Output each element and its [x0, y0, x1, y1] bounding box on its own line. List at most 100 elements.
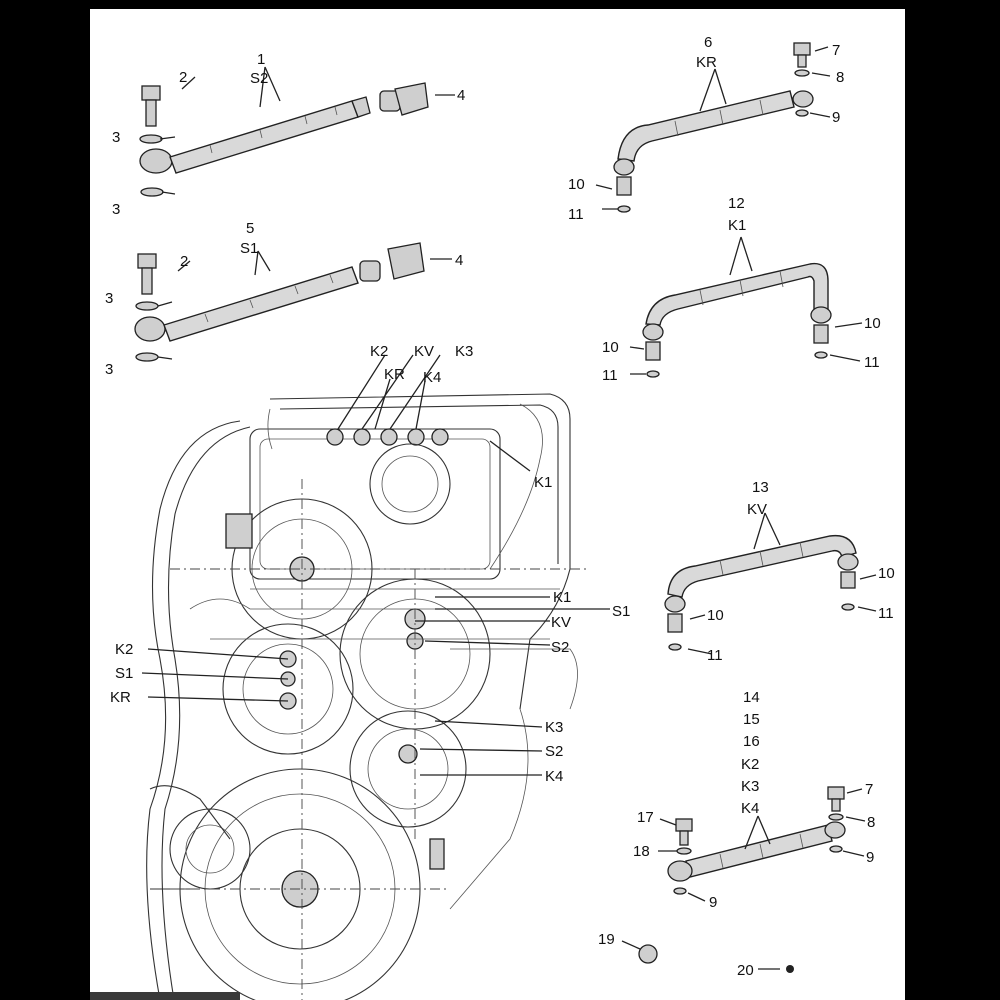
callout-2a: 2 [179, 69, 187, 86]
callout-10e: 10 [878, 565, 895, 582]
adapter-10d [667, 613, 683, 633]
bolt-7b [827, 786, 845, 800]
callout-10c: 10 [864, 315, 881, 332]
banjo-bolt-2b [137, 253, 157, 269]
washer-18 [676, 847, 692, 855]
callout-3a: 3 [112, 129, 120, 146]
port-label-kr-top: KR [384, 366, 405, 383]
washer-8b [828, 813, 844, 821]
hose-s1 [163, 266, 359, 342]
washer-8a [794, 69, 810, 77]
loose-parts: 19 20 [598, 931, 794, 979]
port-label-s2-upper: S2 [551, 639, 569, 656]
callout-11c: 11 [864, 354, 880, 371]
banjo-bolt-2a [141, 85, 161, 101]
group-14-code: K2 [741, 756, 759, 773]
port-label-kv-top: KV [414, 343, 434, 360]
transmission-housing [146, 393, 590, 1000]
port-label-k2-left: K2 [115, 641, 133, 658]
port-label-k4-top: K4 [423, 369, 441, 386]
callout-4a: 4 [457, 87, 465, 104]
hose-assembly-5: 2 3 3 4 5 S1 [105, 220, 463, 378]
callout-17: 17 [637, 809, 654, 826]
plug-20 [786, 965, 794, 973]
callout-4b: 4 [455, 252, 463, 269]
group-6-number: 6 [704, 34, 712, 51]
bottom-strip [90, 992, 240, 1000]
bolt-17 [675, 818, 693, 832]
callout-11d: 11 [707, 647, 723, 664]
banjo-fitting-5 [134, 316, 166, 342]
hose-kv [667, 534, 857, 598]
group-16-code: K4 [741, 800, 759, 817]
callout-20: 20 [737, 962, 754, 979]
callout-10b: 10 [602, 339, 619, 356]
callout-2b: 2 [180, 253, 188, 270]
banjo-fitting-1 [139, 148, 173, 174]
port-label-s1-right: S1 [612, 603, 630, 620]
hose-assembly-13: 10 11 10 11 13 KV [664, 479, 895, 664]
callout-9a: 9 [832, 109, 840, 126]
port-label-kr-left: KR [110, 689, 131, 706]
callout-18: 18 [633, 843, 650, 860]
clutch-pack-k2 [222, 623, 354, 755]
port-label-s2-lower: S2 [545, 743, 563, 760]
hose-k2-k3-k4 [685, 824, 833, 878]
port-leaders [141, 354, 610, 776]
group-5-code: S1 [240, 240, 258, 257]
hose-kr [617, 90, 795, 162]
callout-8b: 8 [867, 814, 875, 831]
callout-19: 19 [598, 931, 615, 948]
seal-11b [646, 370, 660, 378]
adapter-10c [813, 324, 829, 344]
port-label-k1: K1 [553, 589, 571, 606]
port-label-k1-upper: K1 [534, 474, 552, 491]
callout-11b: 11 [602, 367, 618, 384]
group-15-code: K3 [741, 778, 759, 795]
callout-3b: 3 [112, 201, 120, 218]
callout-7a: 7 [832, 42, 840, 59]
group-6-code: KR [696, 54, 717, 71]
adapter-10e [840, 571, 856, 589]
callout-9b: 9 [866, 849, 874, 866]
callout-10d: 10 [707, 607, 724, 624]
port-label-k3: K3 [545, 719, 563, 736]
washer-9c [673, 887, 687, 895]
group-14-number: 14 [743, 689, 760, 706]
callout-3c: 3 [105, 290, 113, 307]
callout-11a: 11 [568, 206, 584, 223]
plug-19 [638, 944, 658, 964]
port-label-s1-left: S1 [115, 665, 133, 682]
adapter-10a [616, 176, 632, 196]
group-1-number: 1 [257, 51, 265, 68]
callout-3d: 3 [105, 361, 113, 378]
callout-11e: 11 [878, 605, 894, 622]
adapter-10b [645, 341, 661, 361]
port-label-k3-top: K3 [455, 343, 473, 360]
clutch-pack-k3 [349, 710, 467, 828]
group-13-number: 13 [752, 479, 769, 496]
hose-assembly-1: 2 3 3 4 1 S2 [112, 51, 465, 218]
callout-9c: 9 [709, 894, 717, 911]
group-15-number: 15 [743, 711, 760, 728]
washer-9a [795, 109, 809, 117]
hose-assembly-14: 14 15 16 K2 K3 K4 7 [633, 689, 875, 911]
washer-9b [829, 845, 843, 853]
seal-11a [617, 205, 631, 213]
group-5-number: 5 [246, 220, 254, 237]
group-1-code: S2 [250, 70, 268, 87]
port-label-k2-top: K2 [370, 343, 388, 360]
seal-ring-3d [135, 352, 159, 362]
port-label-kv: KV [551, 614, 571, 631]
callout-8a: 8 [836, 69, 844, 86]
housing-port-labels: K2 KV K3 KR K4 K1 K1 S1 KV S2 K3 S2 K4 K… [110, 343, 630, 785]
seal-ring-3b [140, 187, 164, 197]
hose-assembly-6: 7 8 9 10 11 6 KR [568, 34, 844, 223]
exploded-parts-drawing: 2 3 3 4 1 S2 2 3 [90, 34, 895, 1000]
seal-ring-3a [139, 134, 163, 144]
group-16-number: 16 [743, 733, 760, 750]
elbow-fitting-4a [394, 82, 429, 116]
port-label-k4: K4 [545, 768, 563, 785]
seal-ring-3c [135, 301, 159, 311]
top-port-fittings [326, 428, 449, 446]
